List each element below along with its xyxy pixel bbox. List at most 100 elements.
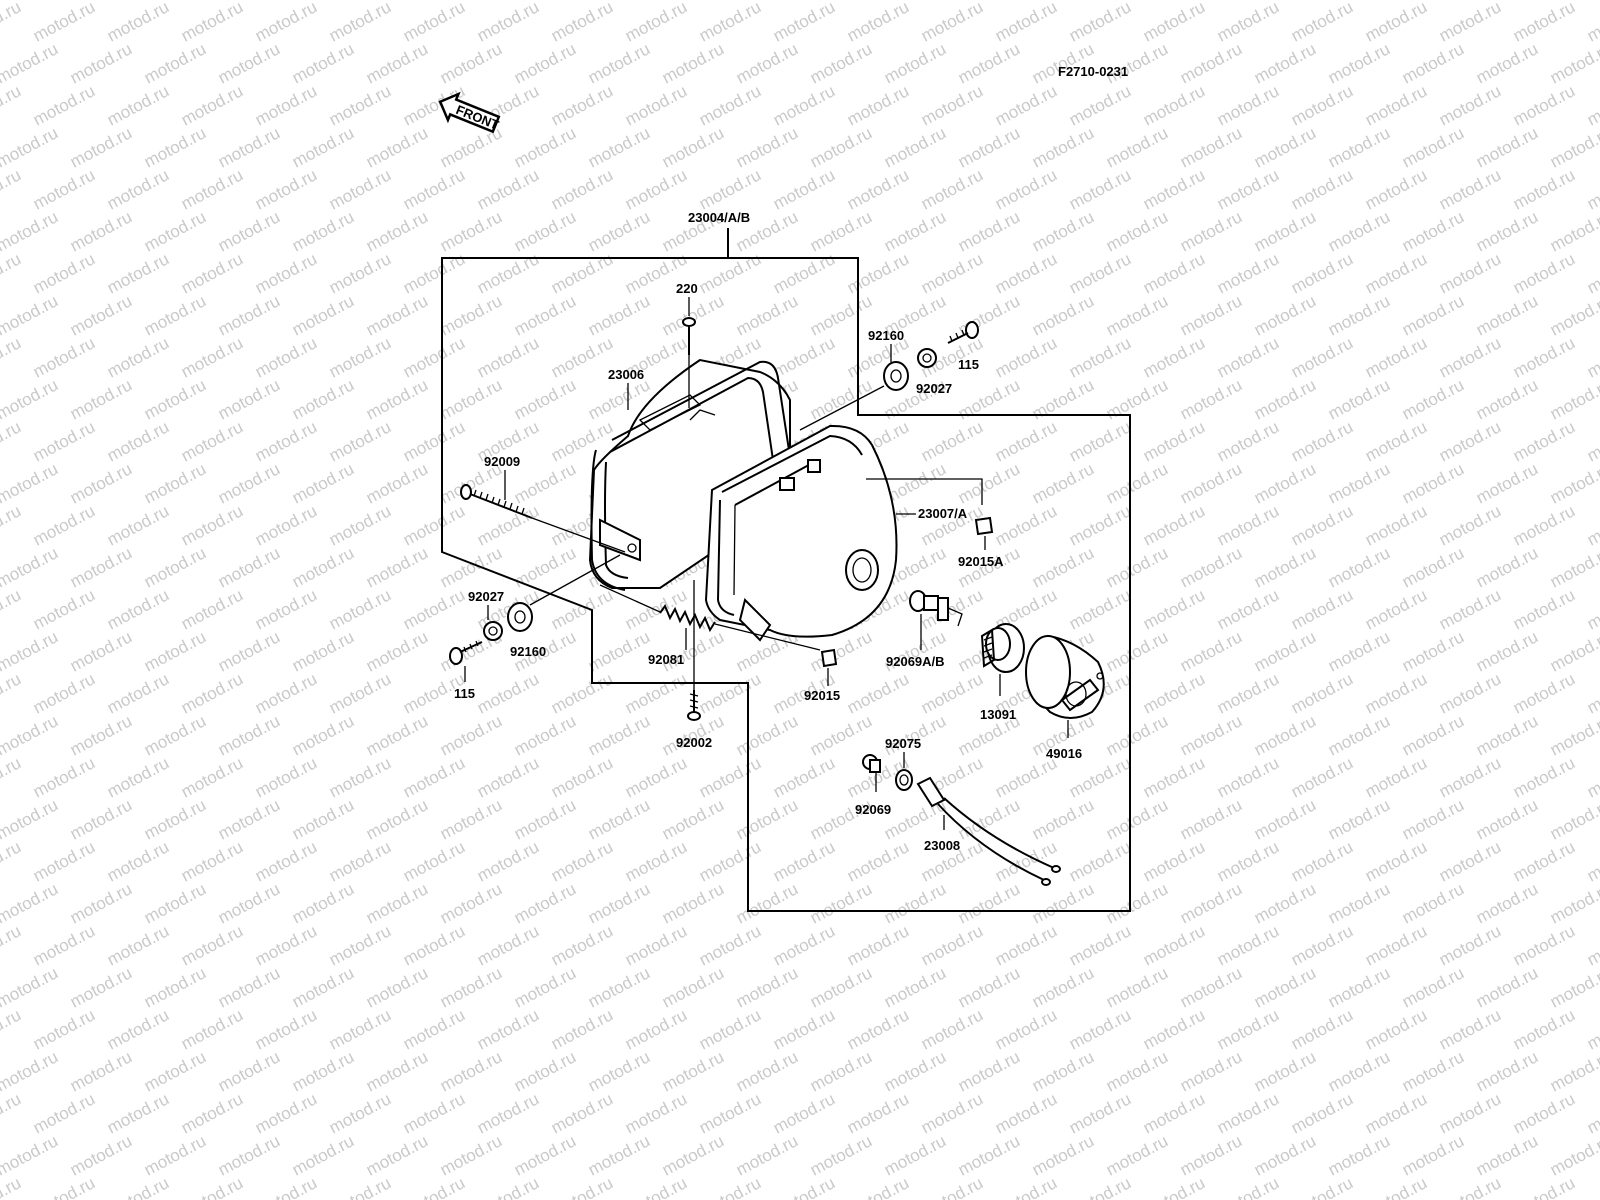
label-220: 220: [676, 281, 698, 296]
watermark-text: motod.ru: [252, 1173, 320, 1200]
watermark-text: motod.ru: [1399, 459, 1467, 507]
watermark-text: motod.ru: [1029, 207, 1097, 255]
watermark-text: motod.ru: [474, 1089, 542, 1137]
watermark-text: motod.ru: [400, 585, 468, 633]
watermark-text: motod.ru: [1140, 249, 1208, 297]
watermark-text: motod.ru: [659, 1131, 727, 1179]
watermark-text: motod.ru: [1251, 879, 1319, 927]
watermark-text: motod.ru: [955, 123, 1023, 171]
watermark-text: motod.ru: [548, 1173, 616, 1200]
watermark-text: motod.ru: [178, 0, 246, 46]
watermark-text: motod.ru: [67, 459, 135, 507]
watermark-text: motod.ru: [30, 165, 98, 213]
watermark-text: motod.ru: [1251, 39, 1319, 87]
watermark-text: motod.ru: [1362, 1005, 1430, 1053]
watermark-text: motod.ru: [770, 921, 838, 969]
watermark-text: motod.ru: [1547, 795, 1600, 843]
watermark-text: motod.ru: [1066, 249, 1134, 297]
watermark-text: motod.ru: [992, 1173, 1060, 1200]
watermark-text: motod.ru: [1140, 1005, 1208, 1053]
watermark-text: motod.ru: [696, 921, 764, 969]
watermark-text: motod.ru: [659, 879, 727, 927]
watermark-text: motod.ru: [1140, 669, 1208, 717]
watermark-text: motod.ru: [30, 249, 98, 297]
watermark-text: motod.ru: [1103, 123, 1171, 171]
watermark-text: motod.ru: [1547, 0, 1600, 4]
watermark-text: motod.ru: [67, 627, 135, 675]
watermark-text: motod.ru: [511, 795, 579, 843]
watermark-text: motod.ru: [1251, 123, 1319, 171]
watermark-text: motod.ru: [807, 123, 875, 171]
watermark-text: motod.ru: [1214, 417, 1282, 465]
watermark-text: motod.ru: [1584, 165, 1600, 213]
watermark-text: motod.ru: [918, 1173, 986, 1200]
watermark-text: motod.ru: [696, 1089, 764, 1137]
watermark-text: motod.ru: [1251, 459, 1319, 507]
watermark-text: motod.ru: [1288, 333, 1356, 381]
watermark-text: motod.ru: [548, 249, 616, 297]
watermark-text: motod.ru: [1510, 249, 1578, 297]
watermark-text: motod.ru: [400, 417, 468, 465]
watermark-text: motod.ru: [1362, 417, 1430, 465]
watermark-text: motod.ru: [437, 711, 505, 759]
watermark-text: motod.ru: [1177, 543, 1245, 591]
label-92015A: 92015A: [958, 554, 1004, 569]
watermark-text: motod.ru: [1029, 375, 1097, 423]
watermark-text: motod.ru: [1103, 711, 1171, 759]
watermark-text: motod.ru: [30, 1089, 98, 1137]
watermark-text: motod.ru: [1362, 501, 1430, 549]
watermark-text: motod.ru: [400, 921, 468, 969]
watermark-text: motod.ru: [511, 1047, 579, 1095]
watermark-text: motod.ru: [215, 123, 283, 171]
watermark-text: motod.ru: [844, 921, 912, 969]
watermark-text: motod.ru: [104, 417, 172, 465]
watermark-text: motod.ru: [1103, 963, 1171, 1011]
watermark-text: motod.ru: [437, 207, 505, 255]
watermark-text: motod.ru: [548, 669, 616, 717]
watermark-text: motod.ru: [770, 165, 838, 213]
watermark-text: motod.ru: [1510, 921, 1578, 969]
watermark-text: motod.ru: [1177, 879, 1245, 927]
watermark-text: motod.ru: [1399, 1131, 1467, 1179]
watermark-text: motod.ru: [1473, 1131, 1541, 1179]
watermark-text: motod.ru: [807, 963, 875, 1011]
watermark-text: motod.ru: [1547, 1131, 1600, 1179]
watermark-text: motod.ru: [511, 543, 579, 591]
watermark-text: motod.ru: [1510, 1173, 1578, 1200]
watermark-text: motod.ru: [141, 1047, 209, 1095]
watermark-text: motod.ru: [1177, 627, 1245, 675]
watermark-text: motod.ru: [141, 795, 209, 843]
socket-13091: [980, 623, 1025, 673]
watermark-text: motod.ru: [1288, 501, 1356, 549]
watermark-text: motod.ru: [252, 165, 320, 213]
watermark-text: motod.ru: [1214, 333, 1282, 381]
watermark-text: motod.ru: [918, 165, 986, 213]
watermark-text: motod.ru: [252, 501, 320, 549]
watermark-text: motod.ru: [1177, 795, 1245, 843]
watermark-text: motod.ru: [511, 291, 579, 339]
watermark-text: motod.ru: [0, 0, 24, 46]
grommet-92160-top: [883, 361, 909, 391]
watermark-text: motod.ru: [0, 543, 61, 591]
watermark-text: motod.ru: [918, 249, 986, 297]
watermark-text: motod.ru: [1399, 543, 1467, 591]
watermark-text: motod.ru: [622, 81, 690, 129]
watermark-text: motod.ru: [104, 1089, 172, 1137]
watermark-text: motod.ru: [474, 1173, 542, 1200]
watermark-text: motod.ru: [437, 39, 505, 87]
watermark-text: motod.ru: [696, 0, 764, 46]
watermark-text: motod.ru: [585, 291, 653, 339]
watermark-text: motod.ru: [918, 1089, 986, 1137]
watermark-text: motod.ru: [511, 459, 579, 507]
watermark-text: motod.ru: [659, 291, 727, 339]
watermark-text: motod.ru: [1436, 1173, 1504, 1200]
watermark-text: motod.ru: [1251, 711, 1319, 759]
watermark-text: motod.ru: [1177, 39, 1245, 87]
watermark-text: motod.ru: [1325, 123, 1393, 171]
watermark-text: motod.ru: [733, 711, 801, 759]
watermark-text: motod.ru: [1436, 669, 1504, 717]
watermark-text: motod.ru: [1362, 585, 1430, 633]
watermark-text: motod.ru: [1177, 459, 1245, 507]
watermark-text: motod.ru: [1251, 1131, 1319, 1179]
watermark-text: motod.ru: [1251, 795, 1319, 843]
